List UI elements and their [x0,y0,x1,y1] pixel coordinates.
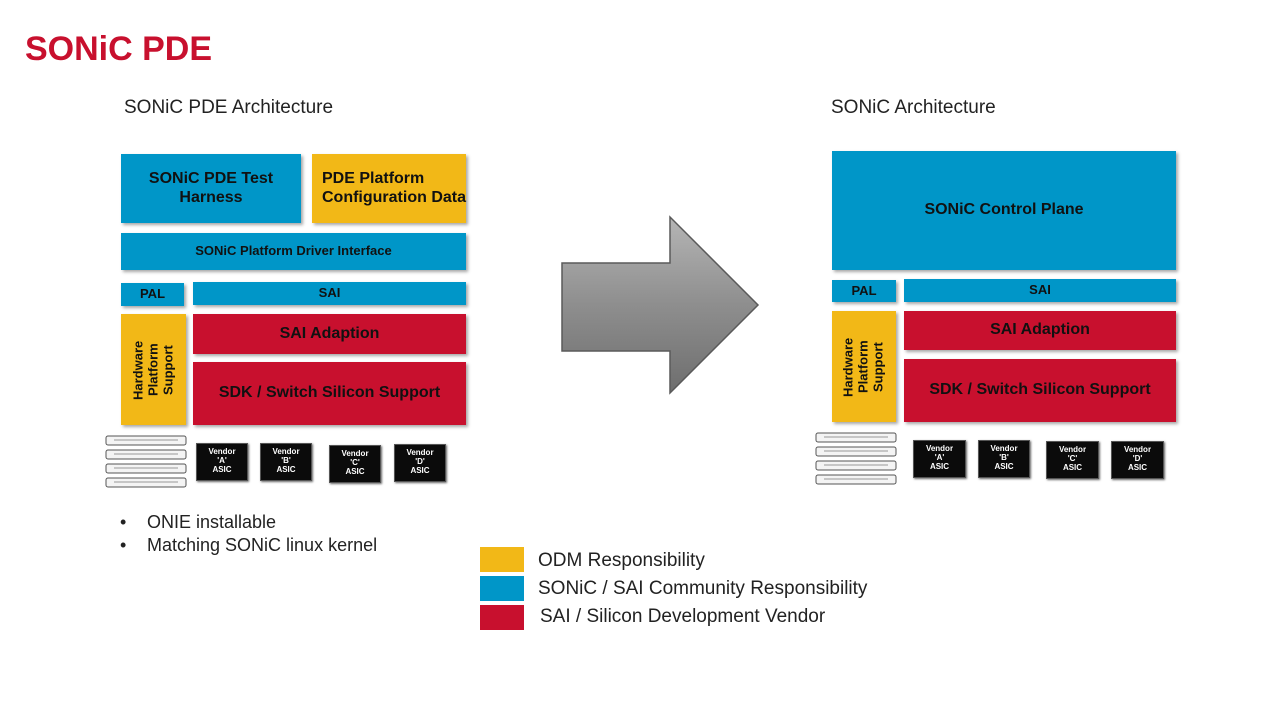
asic-label: Vendor [1123,445,1152,454]
asic-label: Vendor [341,449,369,458]
asic-label: Vendor [406,448,434,457]
asic-label: 'C' [350,458,360,468]
asic-label: ASIC [212,465,232,475]
asic-label: ASIC [994,462,1014,472]
control-plane-box: SONiC Control Plane [832,151,1176,270]
sdk-support-box: SDK / Switch Silicon Support [193,362,466,425]
bullet-item: Matching SONiC linux kernel [117,535,377,556]
asic-chip-c: Vendor 'C' ASIC [1046,441,1099,479]
legend-swatch-community [480,576,524,601]
asic-label: ASIC [1127,463,1148,473]
legend-swatch-vendor [480,605,524,630]
asic-chip-b: Vendor 'B' ASIC [978,440,1030,478]
hardware-support-box: Hardware Platform Support [121,314,186,425]
asic-label: 'B' [281,456,291,466]
asic-label: 'A' [934,453,945,463]
bullet-item: ONIE installable [117,512,377,533]
legend-swatch-odm [480,547,524,572]
asic-chip-c: Vendor 'C' ASIC [329,445,381,483]
pal-box: PAL [832,280,896,302]
server-stack-icon [105,435,187,488]
server-stack-icon [815,432,897,485]
driver-interface-box: SONiC Platform Driver Interface [121,233,466,270]
sai-box: SAI [904,279,1176,302]
asic-label: 'C' [1067,454,1078,464]
asic-chip-d: Vendor 'D' ASIC [1111,441,1164,479]
asic-chip-d: Vendor 'D' ASIC [394,444,446,482]
feature-bullet-list: ONIE installable Matching SONiC linux ke… [117,512,377,558]
asic-label: ASIC [929,462,950,472]
asic-label: Vendor [272,447,300,456]
asic-label: ASIC [345,467,365,477]
asic-label: Vendor [208,447,236,456]
sonic-architecture-heading: SONiC Architecture [831,97,996,118]
asic-label: ASIC [410,466,430,476]
asic-label: ASIC [276,465,296,475]
asic-label: Vendor [1058,445,1087,454]
sdk-support-box: SDK / Switch Silicon Support [904,359,1176,422]
legend-label-community: SONiC / SAI Community Responsibility [538,578,868,599]
pal-box: PAL [121,283,184,306]
asic-label: 'D' [415,457,425,467]
slide-title: SONiC PDE [25,30,213,68]
asic-chip-a: Vendor 'A' ASIC [196,443,248,481]
sai-adaption-box: SAI Adaption [904,311,1176,350]
hardware-support-label: Hardware Platform Support [840,336,886,397]
asic-label: Vendor [990,444,1018,453]
legend-label-vendor: SAI / Silicon Development Vendor [540,606,826,627]
asic-chip-b: Vendor 'B' ASIC [260,443,312,481]
asic-label: 'B' [999,453,1009,463]
asic-label: ASIC [1062,463,1083,473]
asic-label: 'D' [1132,454,1143,464]
sai-box: SAI [193,282,466,305]
transition-arrow-icon [561,215,760,395]
test-harness-box: SONiC PDE Test Harness [121,154,301,223]
sai-adaption-box: SAI Adaption [193,314,466,354]
hardware-support-box: Hardware Platform Support [832,311,896,422]
asic-label: Vendor [925,444,954,453]
pde-architecture-heading: SONiC PDE Architecture [124,97,334,118]
asic-label: 'A' [217,456,227,466]
pde-config-box: PDE Platform Configuration Data [312,154,466,223]
legend-label-odm: ODM Responsibility [538,550,705,571]
asic-chip-a: Vendor 'A' ASIC [913,440,966,478]
hardware-support-label: Hardware Platform Support [130,339,175,400]
